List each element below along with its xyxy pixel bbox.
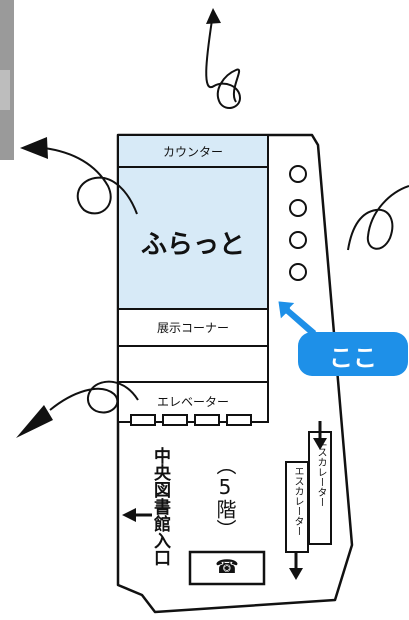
squiggle-arrow-right	[347, 185, 409, 251]
circle-marker	[289, 263, 307, 281]
telephone-box	[188, 550, 266, 586]
blank-room	[117, 345, 269, 383]
squiggle-arrow-left-top	[43, 147, 138, 215]
central-library-entrance-label: 中央図書館入口	[150, 447, 170, 566]
circle-marker	[289, 165, 307, 183]
telephone-icon: ☎	[215, 556, 239, 578]
elevator-door	[226, 414, 252, 426]
squiggle-arrow-top	[205, 19, 242, 110]
escalator-up-label: エスカレーター	[315, 437, 326, 507]
counter-label: カウンター	[162, 145, 223, 159]
elevator-door	[130, 414, 156, 426]
escalator-arrow-head	[289, 568, 303, 580]
entrance-arrow-head	[122, 508, 136, 522]
exhibition-label: 展示コーナー	[156, 321, 229, 335]
squiggle-arrow-head	[16, 405, 53, 438]
elevator-label: エレベーター	[156, 395, 229, 409]
escalator-arrow-head	[313, 438, 327, 450]
here-label: ここ	[329, 344, 377, 372]
exhibition-room	[117, 308, 269, 347]
squiggle-arrow-left-bottom	[49, 380, 139, 414]
photo-edge-highlight	[0, 70, 10, 110]
squiggle-arrow-head	[20, 137, 48, 159]
circle-marker	[289, 199, 307, 217]
escalator-down-label: エスカレーター	[292, 466, 303, 536]
elevator-door	[194, 414, 220, 426]
circle-marker	[289, 231, 307, 249]
flat-label: ふらっと	[140, 230, 245, 260]
flat-room	[117, 166, 269, 310]
here-badge	[298, 332, 408, 376]
squiggle-arrow-head	[206, 8, 221, 24]
elevator-door	[162, 414, 188, 426]
floor-label: （5階）	[213, 455, 237, 539]
